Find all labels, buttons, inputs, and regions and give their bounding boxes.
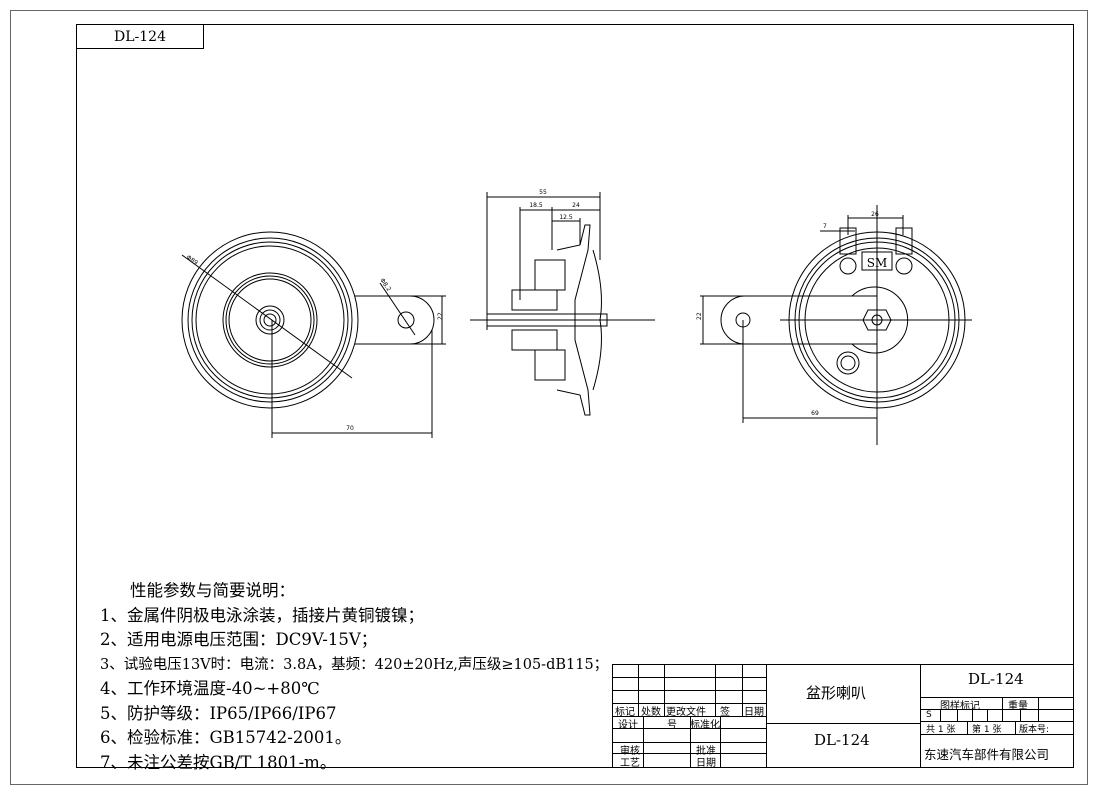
rear-height-dim: 22	[696, 312, 703, 320]
label-count: 处数	[641, 707, 661, 718]
performance-notes: 性能参数与简要说明： 1、金属件阴极电泳涂装，插接片黄铜镀镍； 2、适用电源电压…	[100, 579, 608, 775]
notes-heading: 性能参数与简要说明：	[130, 581, 295, 600]
outer-frame	[10, 10, 1088, 785]
label-mark: 标记	[615, 707, 635, 718]
label-approve: 批准	[696, 746, 716, 757]
label-pattern-mark: 图样标记	[940, 701, 980, 712]
rear-length-dim: 69	[811, 410, 819, 417]
side-dim-c: 12.5	[559, 214, 573, 221]
inner-frame	[76, 24, 1074, 768]
company-name: 东速汽车部件有限公司	[924, 747, 1050, 762]
corner-drawing-number: DL-124	[114, 29, 166, 45]
front-view	[181, 231, 446, 438]
label-standardize: 标准化	[690, 720, 720, 731]
label-total-sheets: 共 1 张	[926, 725, 956, 735]
label-date: 日期	[744, 707, 764, 718]
label-version: 版本号:	[1019, 725, 1050, 735]
note-item: 6、检验标准：GB15742-2001。	[100, 728, 352, 747]
label-s: S	[926, 710, 932, 720]
side-dim-b: 24	[572, 202, 580, 209]
front-height-dim: 22	[437, 312, 444, 320]
title-block-grid	[612, 664, 1074, 768]
label-sign: 签	[720, 707, 730, 718]
note-item: 2、适用电源电压范围：DC9V-15V；	[100, 630, 378, 649]
note-item: 4、工作环境温度-40~+80℃	[100, 679, 320, 698]
label-design: 设计	[618, 720, 638, 731]
label-sheet-no: 第 1 张	[972, 725, 1002, 735]
front-hole-label: Φ8.2	[378, 277, 392, 293]
label-process: 工艺	[620, 758, 640, 769]
label-change-doc: 更改文件	[666, 707, 706, 718]
label-no: 号	[667, 720, 677, 731]
side-dim-a: 18.5	[529, 202, 543, 209]
label-date2: 日期	[696, 758, 716, 769]
note-item: 1、金属件阴极电泳涂装，插接片黄铜镀镍；	[100, 605, 424, 625]
rear-logo: SM	[867, 256, 888, 270]
front-diameter-label: Φ89	[185, 254, 199, 267]
note-item: 3、试验电压13V时：电流：3.8A，基频：420±20Hz,声压级≥105-d…	[100, 656, 609, 673]
part-name: 盆形喇叭	[806, 684, 867, 702]
label-weight: 重量	[1008, 701, 1028, 712]
rear-view	[700, 205, 972, 445]
title-drawing-number: DL-124	[968, 670, 1024, 688]
front-length-dim: 70	[346, 425, 354, 432]
rear-terminal-width: 7	[823, 223, 827, 230]
part-number: DL-124	[814, 731, 870, 749]
side-total-dim: 55	[539, 189, 547, 196]
note-item: 7、未注公差按GB/T 1801-m。	[100, 752, 337, 772]
label-review: 审核	[620, 746, 640, 757]
corner-label-box	[76, 24, 204, 49]
note-item: 5、防护等级：IP65/IP66/IP67	[100, 703, 337, 723]
rear-terminal-spacing: 26	[871, 211, 879, 218]
side-view	[470, 192, 655, 416]
